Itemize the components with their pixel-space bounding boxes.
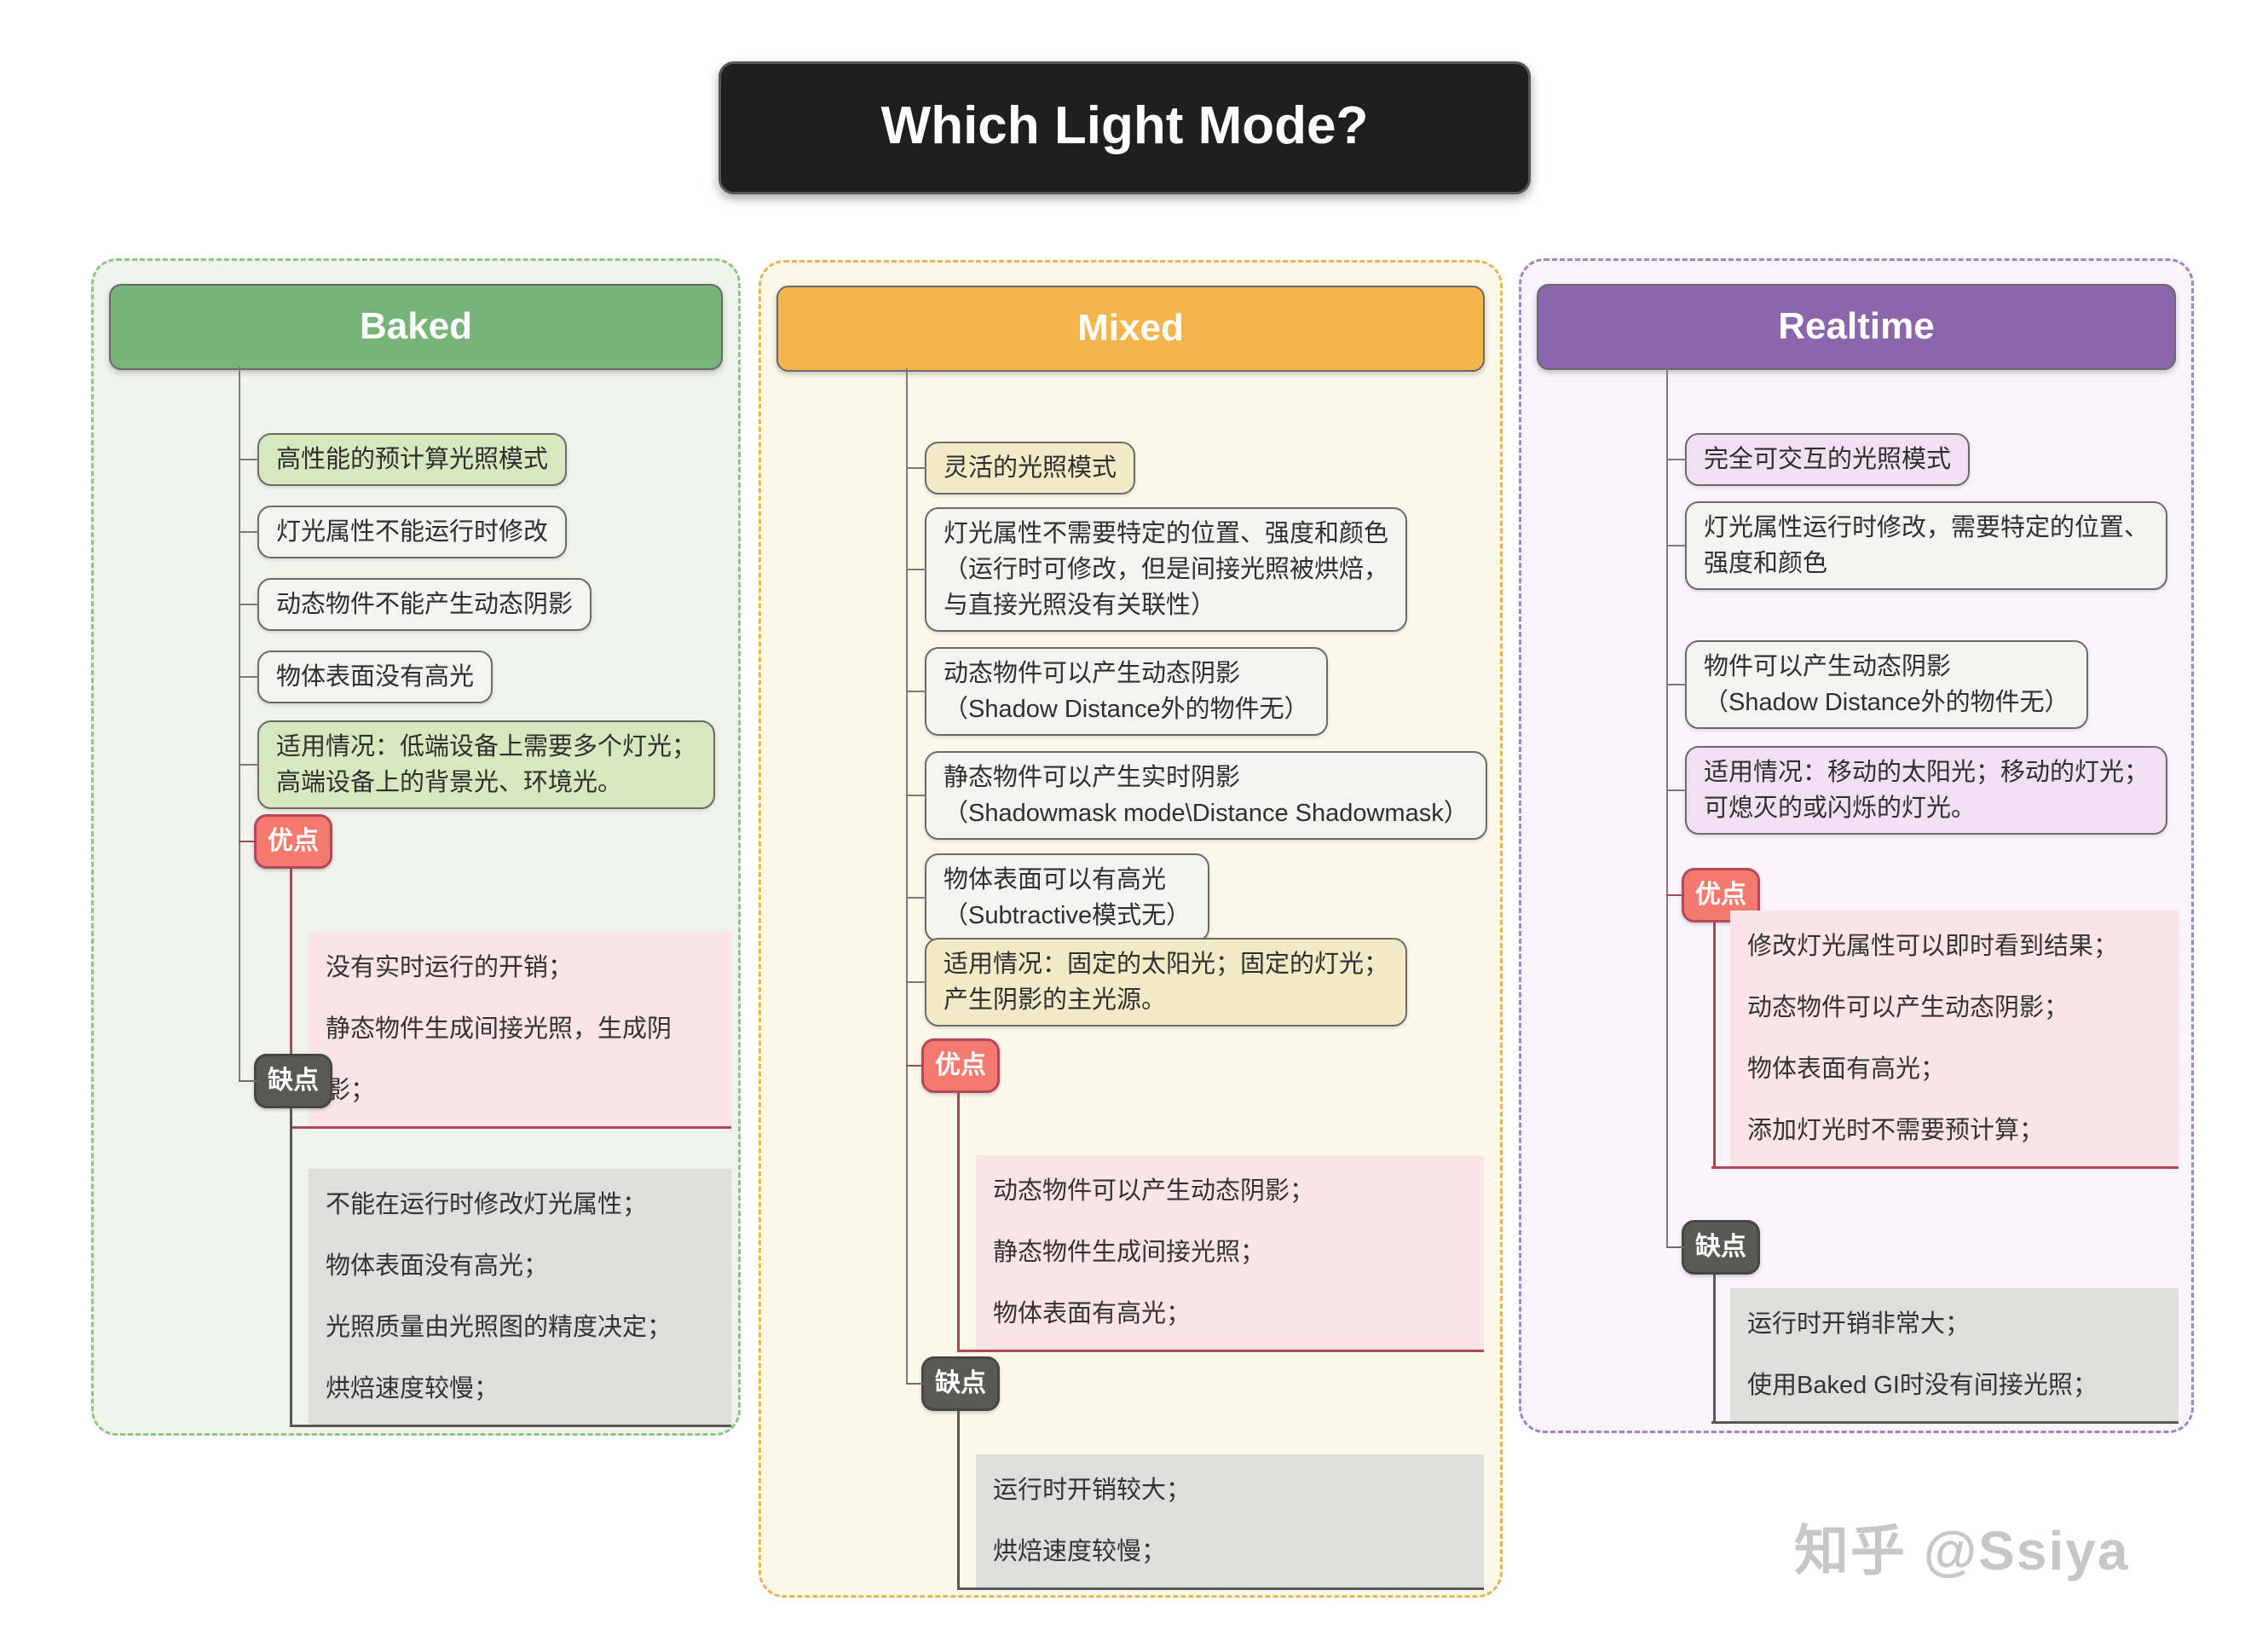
mixed-feature-node: 灵活的光照模式 (905, 442, 1136, 494)
baked-feature-node: 动态物件不能产生动态阴影 (238, 578, 592, 631)
baked-branch-container: Baked 高性能的预计算光照模式 灯光属性不能运行时修改 动态物件不能产生动态… (91, 258, 741, 1436)
mixed-usecase-node: 适用情况：固定的太阳光；固定的灯光； 产生阴影的主光源。 (905, 938, 1408, 1026)
realtime-pros-content: 修改灯光属性可以即时看到结果； 动态物件可以产生动态阴影； 物体表面有高光； 添… (1711, 911, 2179, 1169)
baked-pros-connector (290, 869, 292, 1067)
mixed-trunk-line (906, 368, 908, 1384)
realtime-cons-content: 运行时开销非常大； 使用Baked GI时没有间接光照； (1711, 1288, 2179, 1424)
baked-feature-node: 灯光属性不能运行时修改 (238, 506, 568, 558)
mixed-feature-node: 静态物件可以产生实时阴影 （Shadowmask mode\Distance S… (906, 751, 1487, 840)
baked-pros-badge: 优点 (239, 814, 332, 869)
realtime-pros-connector (1713, 922, 1716, 1169)
realtime-header: Realtime (1537, 284, 2176, 370)
mixed-pros-connector (957, 1093, 960, 1352)
mixed-feature-node: 动态物件可以产生动态阴影 （Shadow Distance外的物件无） (906, 647, 1328, 736)
mixed-header: Mixed (776, 286, 1485, 372)
baked-pros-content: 没有实时运行的开销； 静态物件生成间接光照，生成阴影； (290, 932, 731, 1129)
baked-feature-node: 物体表面没有高光 (238, 651, 493, 703)
baked-cons-badge: 缺点 (239, 1054, 332, 1108)
baked-cons-content: 不能在运行时修改灯光属性； 物体表面没有高光； 光照质量由光照图的精度决定； 烘… (290, 1169, 731, 1427)
mixed-cons-badge: 缺点 (906, 1356, 1000, 1411)
realtime-cons-connector (1713, 1275, 1716, 1424)
mixed-pros-badge: 优点 (906, 1038, 1000, 1093)
realtime-branch-container: Realtime 完全可交互的光照模式 灯光属性运行时修改，需要特定的位置、 强… (1519, 258, 2194, 1433)
baked-cons-connector (290, 1108, 292, 1427)
realtime-usecase-node: 适用情况：移动的太阳光；移动的灯光； 可熄灭的或闪烁的灯光。 (1665, 746, 2168, 835)
baked-header: Baked (109, 284, 723, 370)
mixed-feature-node: 物体表面可以有高光 （Subtractive模式无） (905, 853, 1210, 942)
realtime-feature-node: 完全可交互的光照模式 (1665, 433, 1971, 486)
zhihu-watermark: 知乎 @Ssiya (1794, 1520, 2130, 1582)
realtime-feature-node: 灯光属性运行时修改，需要特定的位置、 强度和颜色 (1665, 501, 2168, 590)
realtime-pros-badge: 优点 (1666, 868, 1760, 922)
baked-feature-node: 高性能的预计算光照模式 (238, 433, 568, 486)
baked-trunk-line (239, 367, 240, 1081)
realtime-cons-badge: 缺点 (1666, 1220, 1760, 1275)
mixed-branch-container: Mixed 灵活的光照模式 灯光属性不需要特定的位置、强度和颜色 （运行时可修改… (759, 260, 1503, 1598)
mixed-cons-connector (957, 1411, 960, 1590)
mixed-feature-node: 灯光属性不需要特定的位置、强度和颜色 （运行时可修改，但是间接光照被烘焙， 与直… (905, 507, 1408, 632)
realtime-trunk-line (1666, 367, 1668, 1247)
page-title: Which Light Mode? (718, 61, 1531, 194)
mixed-pros-content: 动态物件可以产生动态阴影； 静态物件生成间接光照； 物体表面有高光； (957, 1155, 1484, 1352)
baked-usecase-node: 适用情况：低端设备上需要多个灯光； 高端设备上的背景光、环境光。 (238, 720, 716, 809)
realtime-feature-node: 物件可以产生动态阴影 （Shadow Distance外的物件无） (1666, 640, 2088, 729)
mixed-cons-content: 运行时开销较大； 烘焙速度较慢； (957, 1454, 1484, 1590)
